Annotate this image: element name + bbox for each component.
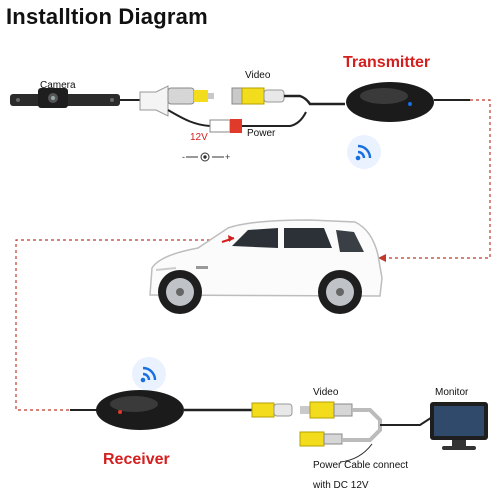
video-label-bottom: Video bbox=[313, 387, 339, 398]
diagram-title: Installtion Diagram bbox=[6, 4, 208, 29]
power-note-line1: Power Cable connect bbox=[313, 460, 409, 471]
camera-label: Camera bbox=[40, 80, 76, 91]
svg-text:-: - bbox=[182, 152, 185, 162]
svg-text:+: + bbox=[225, 152, 230, 162]
transmitter-cable-lower bbox=[242, 111, 307, 127]
video-label-top: Video bbox=[245, 70, 271, 81]
monitor-label: Monitor bbox=[435, 387, 469, 398]
camera-splitter bbox=[139, 85, 169, 117]
camera bbox=[10, 88, 120, 108]
volt-label: 12V bbox=[190, 132, 208, 143]
monitor bbox=[430, 402, 488, 450]
video-connectors-bottom bbox=[251, 401, 441, 463]
dc-polarity-icon: - + bbox=[182, 152, 230, 162]
receiver-device bbox=[70, 390, 252, 430]
signal-arrow-head bbox=[378, 254, 386, 262]
transmitter-cable bbox=[284, 94, 345, 106]
wifi-icon-bottom bbox=[132, 357, 166, 391]
transmitter-device bbox=[346, 82, 470, 122]
video-connectors-top bbox=[167, 87, 285, 105]
power-label: Power bbox=[247, 128, 276, 139]
power-connector bbox=[167, 109, 242, 133]
transmitter-label: Transmitter bbox=[343, 54, 431, 71]
power-note-line2: with DC 12V bbox=[313, 480, 369, 491]
car bbox=[149, 219, 383, 314]
wifi-icon bbox=[347, 135, 381, 169]
receiver-label: Receiver bbox=[103, 451, 170, 468]
